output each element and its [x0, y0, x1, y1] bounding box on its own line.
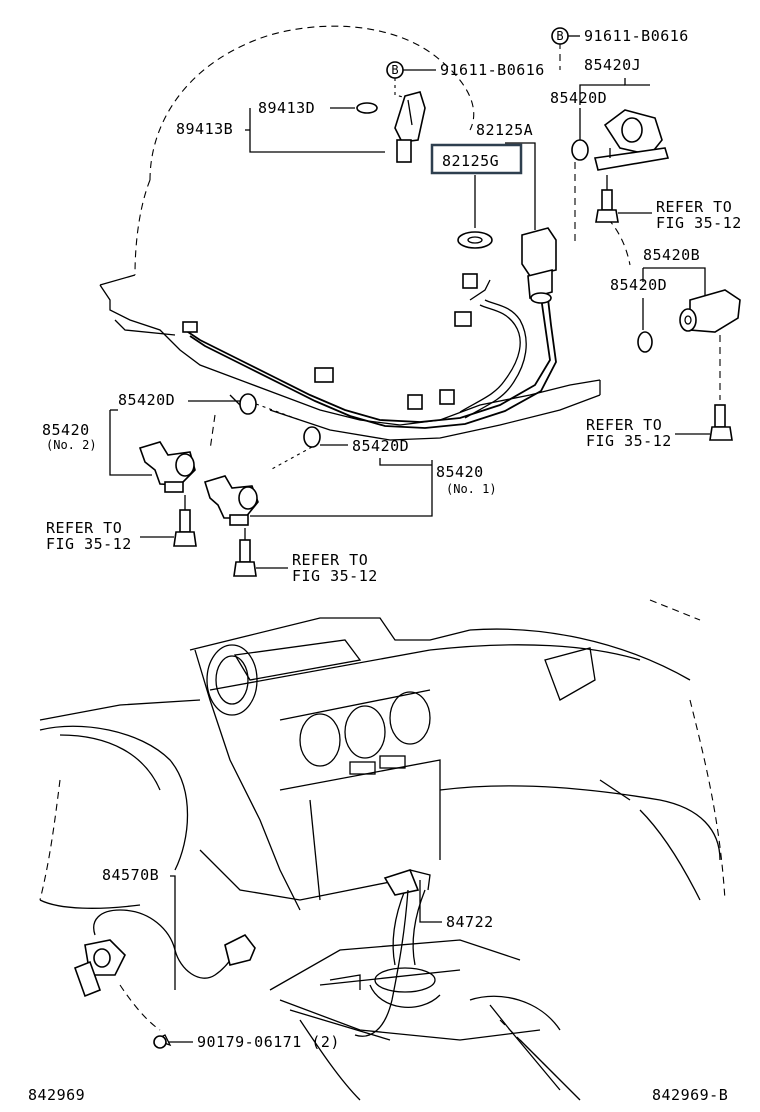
harness-connector-4 [439, 389, 455, 405]
callout-89413D: 89413D [258, 99, 315, 117]
callout-91611-top-right: 91611-B0616 [584, 27, 689, 45]
speed-sensor-89413B [394, 91, 426, 163]
refer-3-line2: FIG 35-12 [46, 535, 132, 553]
callout-91611-left: 91611-B0616 [440, 61, 545, 79]
refer-4-line2: FIG 35-12 [292, 567, 378, 585]
refer-2-line2: FIG 35-12 [586, 432, 672, 450]
callout-85420J: 85420J [584, 56, 641, 74]
harness-connector-3 [407, 394, 423, 410]
harness-connector-2 [314, 367, 334, 383]
shift-solenoid-85420B [679, 289, 741, 333]
grommet-82125G [457, 231, 493, 249]
shift-solenoid-85420-no1 [203, 475, 259, 526]
callout-82125G: 82125G [442, 152, 499, 170]
callout-85420D-mid: 85420D [352, 437, 409, 455]
refer-3-line1: REFER TO [46, 519, 122, 537]
figure-id-right: 842969-B [652, 1086, 728, 1104]
callout-85420D-right: 85420D [610, 276, 667, 294]
o-ring-85420D-right [637, 331, 653, 353]
bolt-right [709, 404, 733, 441]
shift-solenoid-85420J [594, 109, 670, 171]
callout-85420D-top: 85420D [550, 89, 607, 107]
o-ring-89413D [356, 102, 378, 114]
callout-84570B: 84570B [102, 866, 159, 884]
b-marker-label-left: B [391, 63, 398, 77]
transaxle-housing-outline [99, 25, 631, 441]
harness-connector-1 [182, 321, 198, 333]
bolt-upper-right [595, 189, 619, 223]
sensor-84570B [73, 909, 256, 998]
clip-90179 [153, 1035, 167, 1049]
callout-82125A: 82125A [476, 121, 533, 139]
shift-solenoid-85420-no2 [138, 441, 196, 493]
bolt-left [173, 509, 197, 547]
refer-2-line1: REFER TO [586, 416, 662, 434]
harness-connector-6 [462, 273, 478, 289]
callout-85420-no1-sub: (No. 1) [446, 482, 497, 496]
refer-4-line1: REFER TO [292, 551, 368, 569]
dashboard-outline [39, 599, 726, 911]
highlight-box-82125G [430, 143, 523, 175]
callout-85420-no2-sub: (No. 2) [46, 438, 97, 452]
refer-1-line1: REFER TO [656, 198, 732, 216]
b-marker-label: B [556, 29, 563, 43]
wire-harness [184, 279, 557, 429]
callout-85420B: 85420B [643, 246, 700, 264]
callout-89413B: 89413B [176, 120, 233, 138]
refer-1-line2: FIG 35-12 [656, 214, 742, 232]
o-ring-85420D-left [239, 393, 257, 415]
o-ring-85420D-top [571, 139, 589, 161]
callout-84722: 84722 [446, 913, 494, 931]
callout-85420D-left: 85420D [118, 391, 175, 409]
center-console [269, 869, 581, 1101]
bolt-mid [233, 539, 257, 577]
callout-85420-no2: 85420 [42, 421, 90, 439]
o-ring-85420D-mid [303, 426, 321, 448]
figure-id-left: 842969 [28, 1086, 85, 1104]
callout-85420-no1: 85420 [436, 463, 484, 481]
shift-position-switch-84722 [354, 869, 420, 1037]
callout-90179: 90179-06171 (2) [197, 1033, 340, 1051]
wire-connector-82125A [521, 227, 557, 304]
harness-connector-5 [454, 311, 472, 327]
